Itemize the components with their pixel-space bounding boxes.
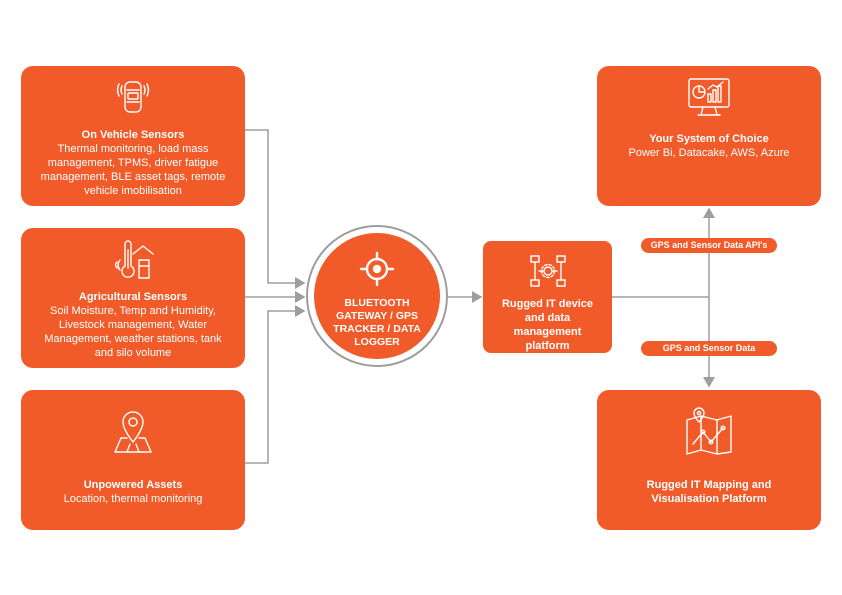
connector-vehicle-to-gateway xyxy=(245,129,306,289)
vehicle-sensor-icon xyxy=(116,81,150,113)
source-unpowered-assets: Unpowered Assets Location, thermal monit… xyxy=(21,390,245,530)
destination-system-of-choice: Your System of Choice Power Bi, Datacake… xyxy=(597,66,821,206)
destination-title: Your System of Choice xyxy=(649,133,769,145)
gateway-node: BLUETOOTH GATEWAY / GPS TRACKER / DATA L… xyxy=(306,225,448,367)
monitor-dashboard-icon xyxy=(688,78,730,116)
data-management-platform: Rugged IT device and data management pla… xyxy=(483,241,612,353)
data-link-label: GPS and Sensor Data xyxy=(641,341,777,356)
source-title: Unpowered Assets xyxy=(83,479,183,491)
destination-title: Rugged IT Mapping and Visualisation Plat… xyxy=(646,479,772,505)
source-on-vehicle-sensors: On Vehicle Sensors Thermal monitoring, l… xyxy=(21,66,245,206)
gateway-circle: BLUETOOTH GATEWAY / GPS TRACKER / DATA L… xyxy=(314,233,440,359)
destination-mapping-platform: Rugged IT Mapping and Visualisation Plat… xyxy=(597,390,821,530)
map-route-icon xyxy=(686,407,732,455)
platform-label: Rugged IT device and data management pla… xyxy=(501,298,594,352)
gateway-label: BLUETOOTH GATEWAY / GPS TRACKER / DATA L… xyxy=(333,297,421,348)
source-description: Thermal monitoring, load mass management… xyxy=(40,143,226,197)
connector-assets-to-gateway xyxy=(245,305,306,464)
source-agricultural-sensors: Agricultural Sensors Soil Moisture, Temp… xyxy=(21,228,245,368)
destination-description: Power Bi, Datacake, AWS, Azure xyxy=(628,147,790,159)
map-pin-icon xyxy=(114,411,152,453)
farm-thermometer-icon xyxy=(114,240,154,279)
source-description: Location, thermal monitoring xyxy=(63,493,203,505)
api-link-label: GPS and Sensor Data API's xyxy=(641,238,777,253)
source-description: Soil Moisture, Temp and Humidity, Livest… xyxy=(44,305,222,359)
source-title: On Vehicle Sensors xyxy=(81,129,185,141)
target-crosshair-icon xyxy=(359,251,395,287)
source-title: Agricultural Sensors xyxy=(78,291,188,303)
network-nodes-gear-icon xyxy=(529,255,566,287)
